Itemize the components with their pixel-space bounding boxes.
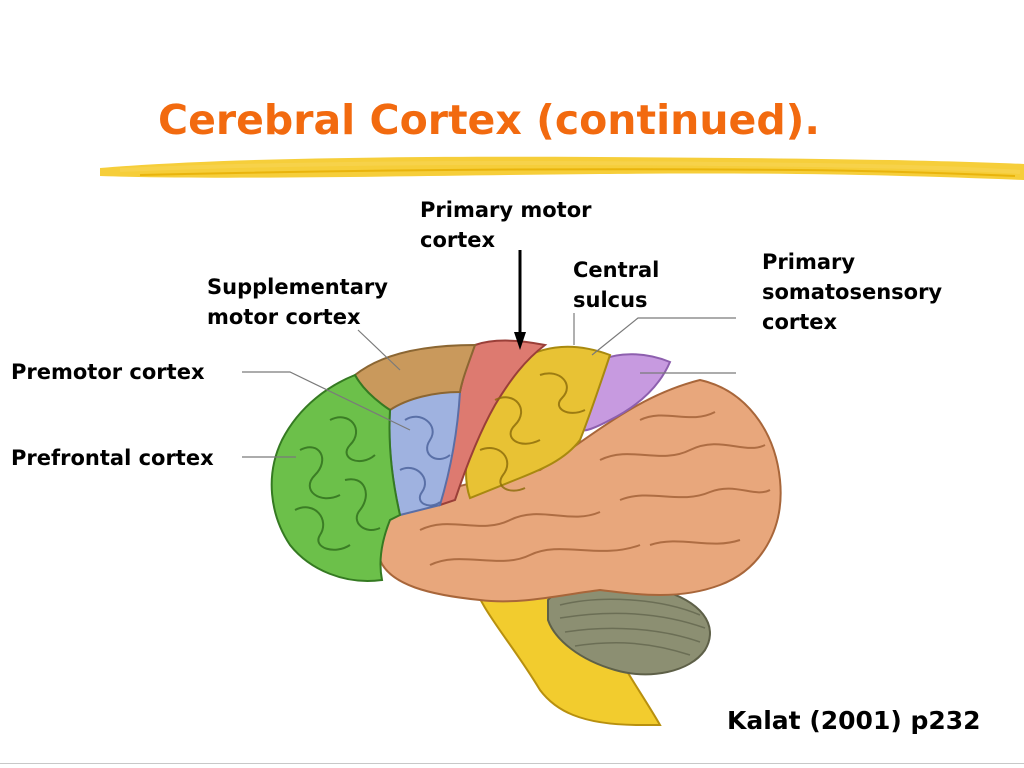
label-primary-somatosensory-cortex: Primary somatosensory cortex bbox=[762, 250, 943, 334]
slide-title: Cerebral Cortex (continued). bbox=[158, 96, 820, 144]
label-central-sulcus: Central sulcus bbox=[573, 258, 660, 312]
label-prefrontal-cortex: Prefrontal cortex bbox=[11, 446, 214, 470]
footer-divider bbox=[0, 763, 1024, 764]
leader-somatosensory-top bbox=[591, 317, 736, 356]
leader-supplementary bbox=[357, 329, 401, 371]
label-primary-motor-cortex: Primary motor cortex bbox=[420, 198, 592, 252]
label-supplementary-motor-cortex: Supplementary motor cortex bbox=[207, 275, 388, 329]
label-premotor-cortex: Premotor cortex bbox=[11, 360, 205, 384]
citation: Kalat (2001) p232 bbox=[727, 706, 981, 735]
primary-motor-arrow bbox=[514, 250, 526, 350]
highlighter-underline bbox=[100, 156, 1024, 180]
leader-premotor bbox=[242, 371, 411, 431]
